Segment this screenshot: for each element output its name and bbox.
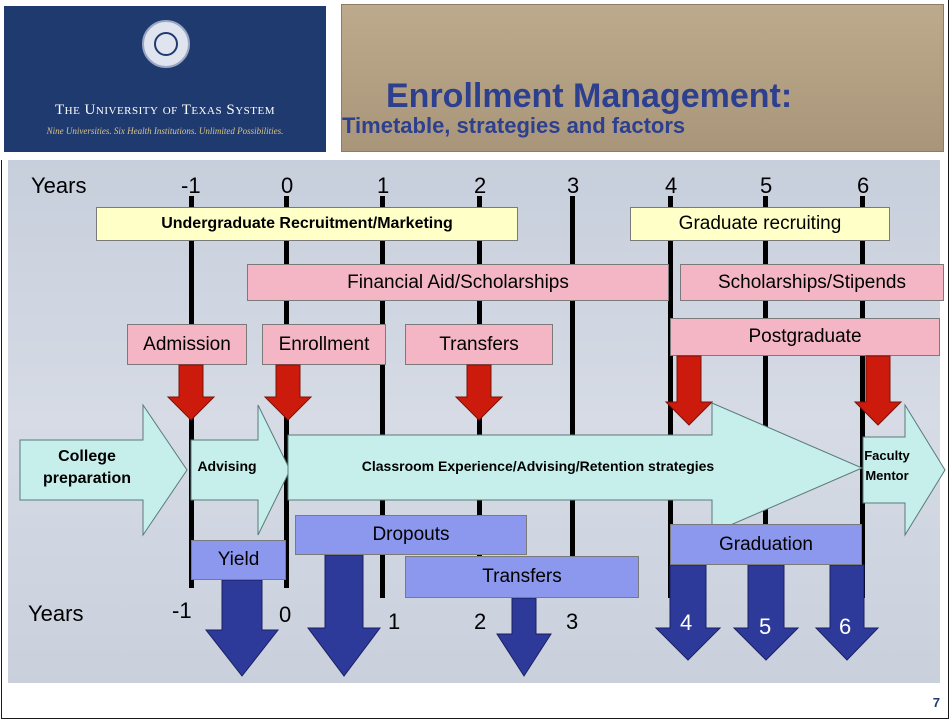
red-down-arrow — [166, 364, 216, 421]
year-tick-label: 0 — [281, 173, 294, 198]
year-tick-label: 3 — [566, 609, 579, 634]
graduation-box: Graduation — [670, 524, 862, 565]
year-tick-label: 1 — [388, 609, 401, 634]
postgraduate-box: Postgraduate — [670, 318, 940, 356]
outflow-arrow — [814, 564, 880, 661]
outflow-arrow — [307, 554, 381, 677]
classroom-label: Classroom Experience/Advising/Retention … — [361, 458, 715, 474]
year-tick-label: -1 — [172, 598, 192, 623]
year-line — [860, 196, 865, 598]
red-down-arrow — [853, 355, 903, 426]
red-down-arrow — [454, 364, 504, 421]
seal-icon — [142, 20, 190, 68]
admission-box: Admission — [127, 324, 247, 365]
year-tick-label: 6 — [857, 173, 870, 198]
outflow-arrow — [496, 597, 552, 677]
year-tick-label: 2 — [474, 609, 487, 634]
graduate-recruiting-box: Graduate recruiting — [630, 207, 890, 241]
years-label-top: Years — [31, 173, 87, 198]
year-tick-label: -1 — [181, 173, 201, 198]
undergrad-recruitment-box: Undergraduate Recruitment/Marketing — [96, 207, 518, 241]
page-title: Enrollment Management: — [386, 77, 793, 115]
outflow-arrow — [654, 564, 722, 661]
year-tick-label: 5 — [760, 173, 773, 198]
yield-box: Yield — [191, 540, 286, 580]
outflow-arrow — [204, 579, 280, 677]
faculty-mentor-label: Faculty Mentor — [864, 448, 910, 483]
year-tick-label: 2 — [474, 173, 487, 198]
year-tick-label: 1 — [377, 173, 390, 198]
years-label-bottom: Years — [28, 601, 84, 626]
year-tick-label: 3 — [567, 173, 580, 198]
university-logo: The University of Texas System Nine Univ… — [4, 6, 326, 152]
advising-arrow — [190, 404, 291, 536]
year-line — [763, 196, 768, 598]
advising-label: Advising — [197, 458, 257, 474]
title-banner — [341, 4, 944, 152]
grad-year-label: 6 — [839, 614, 852, 639]
red-down-arrow — [664, 355, 714, 426]
grad-year-label: 4 — [680, 610, 693, 635]
university-name: The University of Texas System — [54, 102, 275, 118]
grad-year-label: 5 — [759, 614, 772, 639]
year-line — [668, 196, 673, 598]
scholarships-stipends-box: Scholarships/Stipends — [680, 264, 944, 301]
college-prep-arrow — [19, 403, 188, 537]
faculty-mentor-arrow — [862, 403, 946, 537]
year-tick-label: 4 — [665, 173, 678, 198]
red-down-arrow — [263, 364, 313, 421]
transfers-in-box: Transfers — [405, 324, 553, 365]
dropouts-box: Dropouts — [295, 515, 527, 555]
year-line — [380, 196, 385, 598]
year-tick-label: 0 — [279, 602, 292, 627]
year-line — [570, 196, 575, 598]
university-tagline: Nine Universities. Six Health Institutio… — [46, 126, 284, 136]
financial-aid-box: Financial Aid/Scholarships — [247, 264, 669, 301]
page-number: 7 — [932, 695, 940, 710]
college-prep-label: College preparation — [42, 448, 131, 487]
classroom-arrow — [287, 402, 864, 534]
transfers-out-box: Transfers — [405, 556, 639, 598]
outflow-arrow — [732, 564, 800, 661]
page-subtitle: Timetable, strategies and factors — [342, 113, 686, 138]
enrollment-box: Enrollment — [262, 324, 386, 365]
